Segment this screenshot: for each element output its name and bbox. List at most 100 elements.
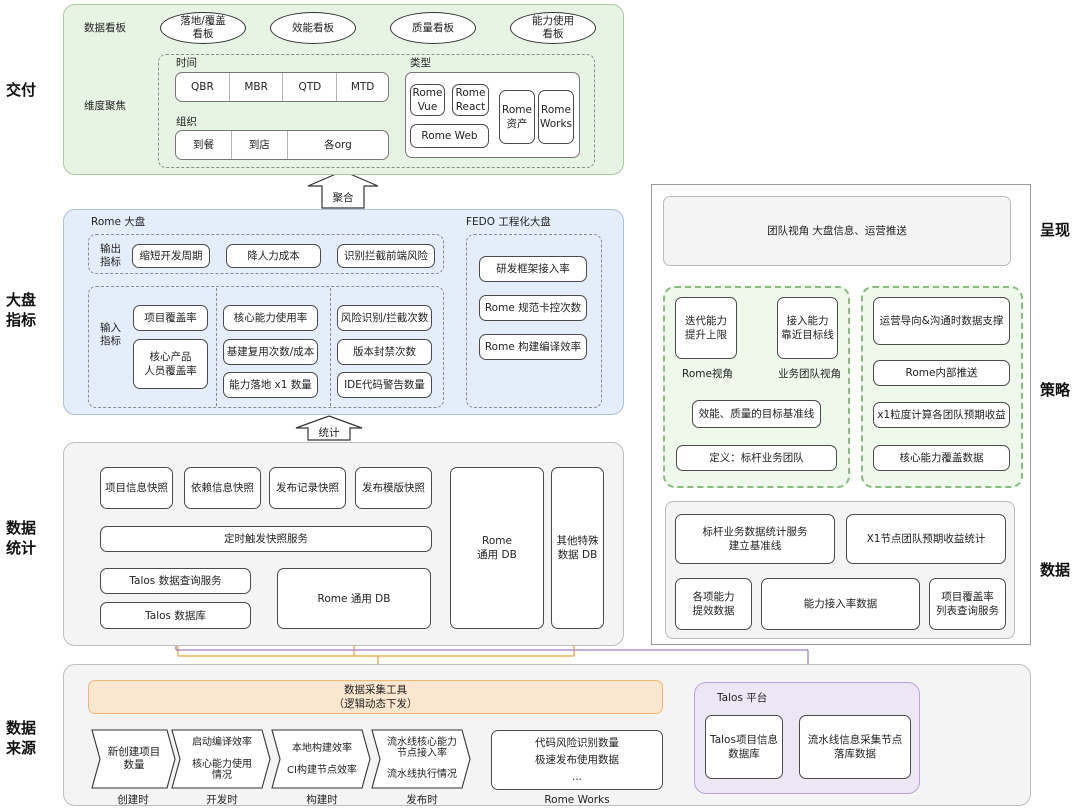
strategy-define-benchmark[interactable]: 定义：标杆业务团队 [676, 445, 837, 471]
fedo-title: FEDO 工程化大盘 [466, 216, 551, 228]
talos-platform-title: Talos 平台 [717, 692, 768, 704]
org-all[interactable]: 各org [324, 139, 352, 151]
stage-create-caption: 创建时 [117, 794, 149, 806]
input-core-usage[interactable]: 核心能力使用率 [223, 305, 318, 331]
board-quality[interactable]: 质量看板 [390, 12, 476, 44]
stat-arrow-label: 统计 [318, 427, 340, 439]
snapshot-release-record[interactable]: 发布记录快照 [269, 467, 346, 509]
strategy-internal-push[interactable]: Rome内部推送 [873, 360, 1010, 386]
type-label: 类型 [410, 57, 431, 69]
type-rome-web[interactable]: Rome Web [410, 124, 489, 148]
type-rome-assets[interactable]: Rome 资产 [499, 90, 535, 144]
section-label-source: 数据 来源 [6, 719, 37, 757]
org-daodian[interactable]: 到店 [232, 131, 288, 159]
strategy-approach-target[interactable]: 接入能力 靠近目标线 [777, 297, 838, 359]
talos-database[interactable]: Talos 数据库 [100, 602, 251, 629]
time-mbr[interactable]: MBR [230, 73, 284, 101]
stage-release-text: 流水线核心能力 节点接入率 流水线执行情况 [387, 737, 457, 780]
rome-works-caption: Rome Works [544, 794, 610, 806]
strategy-business-view: 业务团队视角 [778, 368, 841, 381]
dim-group [158, 54, 595, 168]
data-benchmark-service[interactable]: 标杆业务数据统计服务 建立基准线 [675, 514, 835, 564]
orange-connectors [172, 631, 580, 680]
input-ide-warnings[interactable]: IDE代码警告数量 [337, 372, 432, 398]
rome-works-more: ... [571, 770, 582, 783]
board-landing[interactable]: 落地/覆盖 看板 [160, 12, 246, 44]
timer-snapshot-service[interactable]: 定时触发快照服务 [100, 526, 432, 552]
input-x1-count[interactable]: 能力落地 x1 数量 [223, 372, 318, 398]
stage-create-text: 新创建项目 数量 [107, 746, 161, 771]
time-label: 时间 [176, 57, 197, 69]
rome-common-db-inner[interactable]: Rome 通用 DB [277, 568, 431, 629]
stat-arrow-shape [295, 415, 363, 441]
input-version-block[interactable]: 版本封禁次数 [337, 339, 432, 365]
output-group [88, 234, 444, 274]
stage-build-text: 本地构建效率 CI构建节点效率 [287, 742, 357, 776]
other-special-db[interactable]: 其他特殊 数据 DB [551, 467, 604, 629]
present-box[interactable]: 团队视角 大盘信息、运营推送 [663, 196, 1011, 266]
snapshot-project[interactable]: 项目信息快照 [100, 467, 173, 509]
type-rome-works[interactable]: Rome Works [538, 90, 574, 144]
input-project-coverage[interactable]: 项目覆盖率 [133, 305, 208, 331]
talos-project-db[interactable]: Talos项目信息 数据库 [705, 715, 783, 779]
board-efficiency[interactable]: 效能看板 [270, 12, 356, 44]
section-label-strategy: 策略 [1040, 381, 1071, 399]
org-selector: 到餐 到店 各org [175, 130, 389, 160]
stage-dev-text: 启动编译效率 核心能力使用 情况 [192, 737, 252, 781]
output-risk-intercept[interactable]: 识别拦截前端风险 [337, 244, 435, 268]
strategy-ops-support[interactable]: 运营导向&沟通时数据支撑 [873, 297, 1010, 345]
type-rome-react[interactable]: Rome React [452, 84, 489, 116]
board-capability[interactable]: 能力使用 看板 [510, 12, 596, 44]
input-group [88, 286, 444, 408]
stage-release-caption: 发布时 [406, 794, 438, 806]
org-daocan[interactable]: 到餐 [176, 131, 232, 159]
rome-common-db[interactable]: Rome 通用 DB [450, 467, 544, 629]
snapshot-release-template[interactable]: 发布模版快照 [355, 467, 432, 509]
data-capability-efficiency[interactable]: 各项能力 提效数据 [675, 578, 752, 630]
rome-works-fast-release: 极速发布使用数据 [535, 753, 619, 766]
aggregate-arrow-shape [307, 170, 379, 209]
fedo-framework-rate[interactable]: 研发框架接入率 [479, 256, 587, 282]
section-label-delivery: 交付 [6, 81, 37, 99]
dim-label: 维度聚焦 [84, 100, 126, 112]
input-infra-reuse[interactable]: 基建复用次数/成本 [223, 339, 318, 365]
section-label-present: 呈现 [1040, 221, 1071, 239]
aggregate-arrow-label: 聚合 [332, 191, 354, 204]
strategy-raise-limit[interactable]: 迭代能力 提升上限 [675, 297, 737, 359]
rome-dashboard-title: Rome 大盘 [91, 216, 146, 228]
time-qbr[interactable]: QBR [176, 73, 230, 101]
time-selector: QBR MBR QTD MTD [175, 72, 389, 102]
rome-works-box: 代码风险识别数量 极速发布使用数据 ... [491, 730, 663, 790]
strategy-rome-view: Rome视角 [682, 368, 733, 381]
talos-pipeline-data[interactable]: 流水线信息采集节点 落库数据 [799, 715, 911, 779]
stage-build-caption: 构建时 [306, 794, 338, 806]
snapshot-dependency[interactable]: 依赖信息快照 [184, 467, 261, 509]
strategy-x1-calc[interactable]: x1粒度计算各团队预期收益 [873, 402, 1010, 428]
data-x1-stats[interactable]: X1节点团队预期收益统计 [846, 514, 1006, 564]
section-label-stats: 数据 统计 [6, 519, 37, 557]
fedo-group [466, 234, 602, 408]
data-coverage-list-service[interactable]: 项目覆盖率 列表查询服务 [929, 578, 1006, 630]
fedo-spec-control[interactable]: Rome 规范卡控次数 [479, 295, 587, 321]
stage-dev-caption: 开发时 [206, 794, 238, 806]
rome-works-risk: 代码风险识别数量 [535, 737, 619, 750]
strategy-core-coverage[interactable]: 核心能力覆盖数据 [873, 445, 1010, 471]
org-label: 组织 [176, 116, 197, 128]
boards-label: 数据看板 [84, 22, 126, 34]
fedo-build-efficiency[interactable]: Rome 构建编译效率 [479, 334, 587, 360]
output-label: 输出 指标 [100, 243, 121, 268]
data-collector[interactable]: 数据采集工具 （逻辑动态下发） [88, 680, 663, 714]
input-risk-count[interactable]: 风险识别/拦截次数 [337, 305, 432, 331]
input-core-product-coverage[interactable]: 核心产品 人员覆盖率 [133, 339, 208, 389]
section-label-data: 数据 [1040, 561, 1071, 579]
time-mtd[interactable]: MTD [350, 81, 375, 93]
data-access-rate[interactable]: 能力接入率数据 [761, 578, 920, 630]
input-label: 输入 指标 [100, 322, 121, 347]
type-rome-vue[interactable]: Rome Vue [410, 84, 445, 116]
time-qtd[interactable]: QTD [283, 73, 338, 101]
output-shorten-cycle[interactable]: 缩短开发周期 [132, 244, 210, 268]
output-reduce-cost[interactable]: 降人力成本 [226, 244, 321, 268]
section-label-dashboard: 大盘 指标 [6, 291, 37, 329]
talos-query-service[interactable]: Talos 数据查询服务 [100, 568, 251, 594]
strategy-baseline[interactable]: 效能、质量的目标基准线 [692, 400, 821, 428]
